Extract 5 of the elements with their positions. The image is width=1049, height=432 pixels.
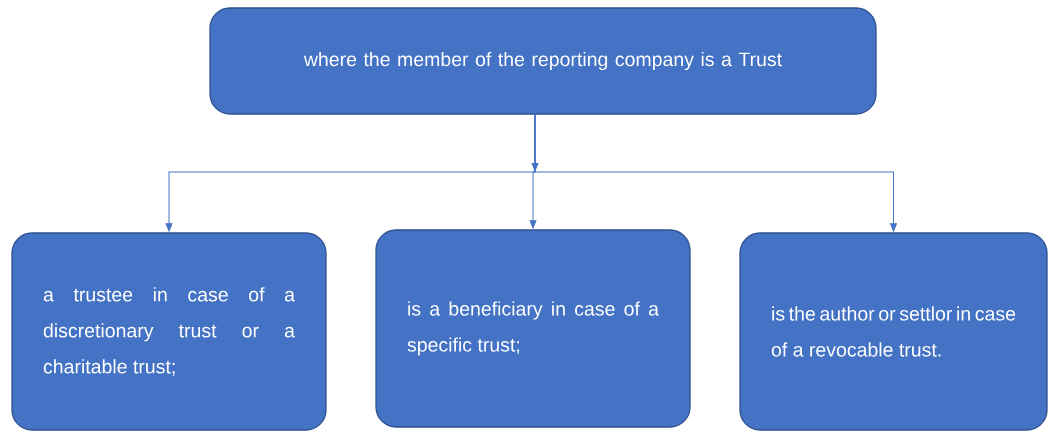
option-box: a trustee in case of a discretionary trust or a charitable trust;	[11, 232, 327, 431]
option-box: is a beneficiary in case of a specific trust;	[375, 229, 691, 428]
option-box: is the author or settlor in case of a revocable trust.	[739, 232, 1048, 431]
title-box: where the member of the reporting company is a Trust	[209, 7, 877, 115]
arrow	[534, 113, 897, 232]
